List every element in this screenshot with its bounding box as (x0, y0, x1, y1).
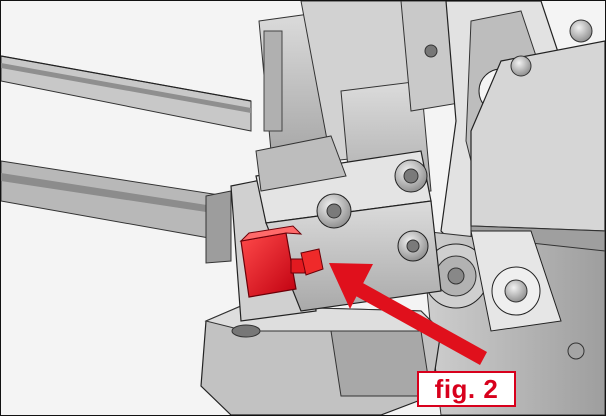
base-plate (200, 305, 443, 415)
figure-label: fig. 2 (417, 371, 516, 407)
lower-right-block (420, 230, 605, 415)
linkage-plate (440, 1, 605, 262)
lower-rail (1, 160, 232, 264)
pointer-arrow (329, 263, 487, 365)
upper-rail (1, 55, 252, 132)
highlighted-sensor-part (239, 225, 324, 298)
